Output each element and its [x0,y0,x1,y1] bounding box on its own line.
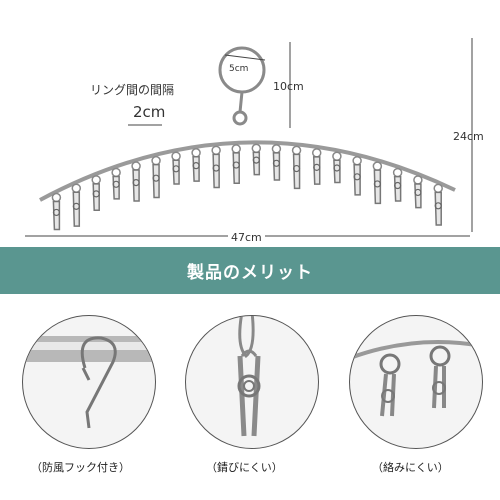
feature-circle-windproof-hook [22,315,156,449]
feature-caption-windproof-hook: （防風フック付き） [31,461,130,474]
feature-caption-tangle-free: （絡みにくい） [372,461,449,474]
ring-spacing-label: リング間の間隔 [90,83,175,97]
clothespin-clip [311,148,322,185]
clothespin-clip [231,144,241,184]
clothespin-clip [271,144,282,181]
clothespin-clip [372,161,383,205]
feature-circle-rust-resistant [185,315,319,449]
clip-closeup-icon [237,316,261,437]
clothespin-clip [211,145,221,189]
clothespin-clip [332,151,342,184]
clothespin-clip [151,155,161,199]
hook-height-label: 10cm [273,80,304,93]
feature-caption-rust-resistant: （錆びにくい） [206,461,283,474]
clothespin-clip [191,148,201,182]
clothespin-clip [392,167,403,202]
merits-banner: 製品のメリット [0,247,500,294]
ring-spacing-value: 2cm [133,103,166,121]
clothespin-clip [413,175,423,209]
clothespin-clip [433,183,443,226]
clip-group [51,143,443,231]
ring-dimension-line [224,54,266,61]
hanger-hook [218,46,266,126]
clothespin-clip [71,183,82,227]
ring-size-label: 5cm [229,64,249,74]
total-width-label: 47cm [228,231,265,244]
clothespin-clip [111,167,121,200]
windproof-hook-icon [23,336,155,429]
clothespin-clip [251,143,262,176]
total-height-label: 24cm [453,130,484,143]
feature-circle-tangle-free [349,315,483,449]
clothespin-clip [91,175,101,212]
tangle-free-rings-icon [350,340,482,417]
hanger-arc [39,140,456,202]
banner-title: 製品のメリット [187,263,313,283]
clothespin-clip [51,192,62,231]
clothespin-clip [131,161,141,202]
clothespin-clip [171,151,181,185]
clothespin-clip [291,145,302,190]
clothespin-clip [352,155,362,196]
